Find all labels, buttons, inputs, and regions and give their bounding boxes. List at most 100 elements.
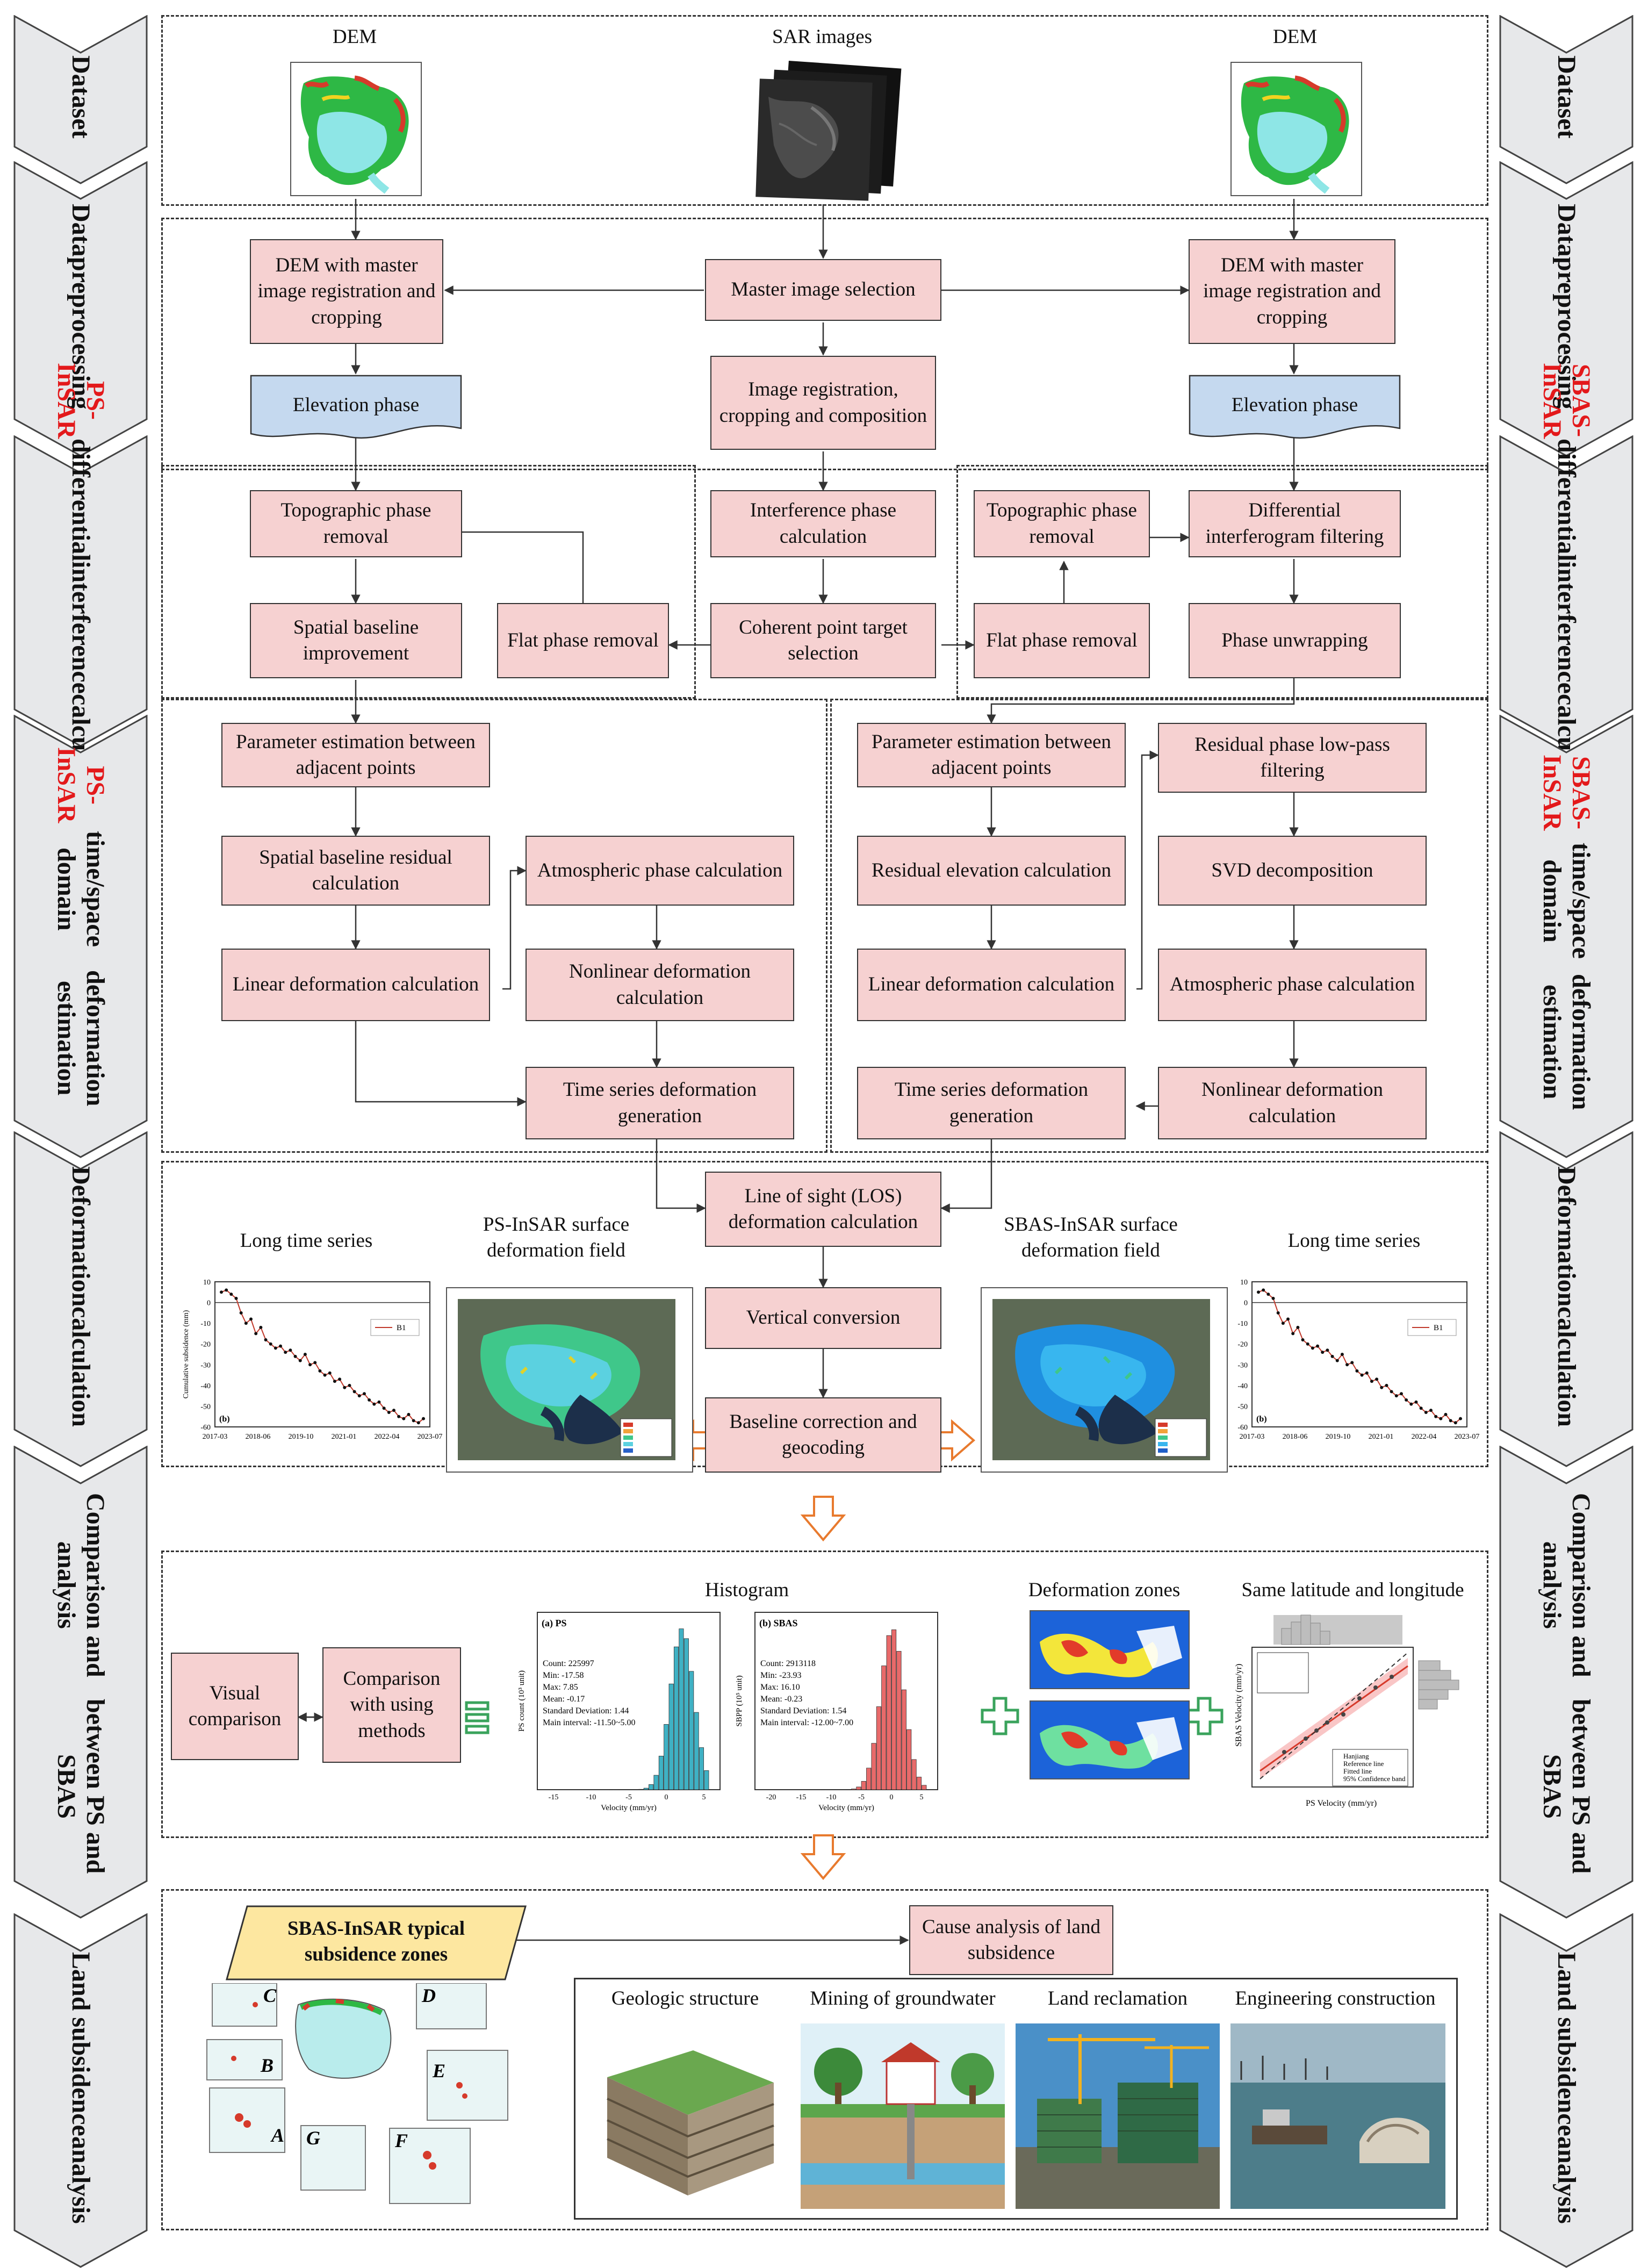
- ts-right-point-18: [1345, 1363, 1349, 1366]
- deformation-zone-maps: [1029, 1610, 1190, 1782]
- svg-text:C: C: [263, 1985, 277, 2006]
- left-side-label-line-6-1: analysis: [66, 2136, 95, 2224]
- ts-left-point-19: [313, 1361, 316, 1364]
- box-param-left: Parameter estimation between adjacent po…: [221, 723, 490, 787]
- image-engineering-construction: [1230, 2023, 1445, 2209]
- ps-hist-xtick-0: -15: [549, 1793, 559, 1802]
- ps-hist-stat-5: Main interval: -11.50~5.00: [543, 1718, 635, 1727]
- label-cause-geologic: Geologic structure: [580, 1986, 790, 2012]
- ts-right-point-11: [1311, 1346, 1314, 1350]
- label-long-ts-left: Long time series: [204, 1228, 408, 1254]
- svg-text:PS Velocity (mm/yr): PS Velocity (mm/yr): [1306, 1799, 1377, 1808]
- right-side-label-line-3-1: deformation estimation: [1537, 964, 1595, 1121]
- sbas-hist-bar-25: [891, 1630, 896, 1790]
- right-side-label-red-3: SBAS-InSAR: [1537, 747, 1595, 838]
- ts-left-xtick-0: 2017-03: [203, 1433, 228, 1441]
- left-side-label-line-2-0: differential: [66, 439, 95, 561]
- dem-map-left-thumbnail: [290, 62, 422, 196]
- box-residual-elevation: Residual elevation calculation: [857, 836, 1126, 906]
- sbas-hist-bar-19: [861, 1781, 866, 1790]
- dem-map-right-thumbnail: [1230, 62, 1362, 196]
- svg-text:Fitted line: Fitted line: [1343, 1767, 1372, 1775]
- ps-hist-bar-24: [669, 1684, 673, 1790]
- ps-hist-bar-27: [684, 1639, 688, 1790]
- box-coherent: Coherent point target selection: [710, 603, 936, 678]
- sbas-hist-stat-4: Standard Deviation: 1.54: [760, 1706, 846, 1716]
- ts-right-point-23: [1370, 1380, 1373, 1383]
- ts-right-point-6: [1286, 1317, 1290, 1320]
- ts-right-point-8: [1296, 1326, 1299, 1329]
- ts-left-xtick-5: 2023-07: [418, 1433, 443, 1441]
- sbas-hist-bar-28: [907, 1729, 911, 1790]
- ts-left-point-18: [308, 1363, 312, 1366]
- left-side-label-line-5-0: Comparison and analysis: [52, 1478, 110, 1692]
- ts-right-point-25: [1380, 1386, 1383, 1389]
- ts-left-ytick-6: -50: [200, 1403, 211, 1411]
- ts-right-point-22: [1365, 1372, 1369, 1375]
- sbas-hist-stat-1: Min: -23.93: [760, 1671, 801, 1680]
- label-ps-field: PS-InSAR surface deformation field: [441, 1212, 672, 1264]
- ts-left-point-28: [358, 1394, 361, 1397]
- svg-text:B: B: [260, 2055, 274, 2076]
- svg-text:Hanjiang: Hanjiang: [1343, 1752, 1369, 1760]
- ps-hist-bar-31: [704, 1770, 709, 1790]
- ps-hist-xtick-3: 0: [665, 1793, 668, 1802]
- ts-right-xtick-0: 2017-03: [1240, 1433, 1265, 1441]
- ts-right-xtick-2: 2019-10: [1326, 1433, 1351, 1441]
- left-side-label-2: PS-InSARdifferentialinterferencecalculat…: [13, 468, 148, 709]
- sbas-hist-bar-17: [851, 1789, 855, 1790]
- ts-right-point-27: [1390, 1390, 1393, 1393]
- right-side-label-2: SBAS-InSARdifferentialinterferencecalcul…: [1499, 468, 1633, 709]
- box-visual-comparison: Visual comparison: [171, 1653, 299, 1760]
- ts-right-point-16: [1336, 1359, 1339, 1362]
- ts-left-point-35: [392, 1409, 395, 1412]
- ts-left-point-34: [387, 1411, 391, 1414]
- sbas-hist-xtick-5: 5: [920, 1793, 924, 1802]
- ts-left-point-0: [220, 1290, 223, 1294]
- ts-right-point-20: [1355, 1369, 1358, 1373]
- ts-right-point-17: [1341, 1353, 1344, 1356]
- ps-hist-bar-23: [664, 1724, 668, 1790]
- ts-left-point-31: [372, 1403, 376, 1406]
- box-dem-reg-right: DEM with master image registration and c…: [1189, 239, 1395, 344]
- right-side-label-0: Dataset: [1499, 47, 1633, 147]
- ts-left-point-10: [269, 1343, 272, 1346]
- ts-right-ytick-1: 0: [1244, 1300, 1248, 1308]
- right-side-label-line-0-0: Dataset: [1552, 55, 1581, 139]
- box-flat-left: Flat phase removal: [497, 603, 669, 678]
- box-interference: Interference phase calculation: [710, 490, 936, 557]
- ts-right-point-32: [1414, 1401, 1417, 1404]
- sbas-hist-xtick-0: -20: [766, 1793, 776, 1802]
- ts-right-point-4: [1277, 1311, 1280, 1315]
- sbas-hist-bar-18: [857, 1787, 861, 1790]
- ts-left-point-37: [402, 1417, 405, 1420]
- ts-left-point-23: [333, 1380, 336, 1383]
- ts-left-ytick-4: -30: [200, 1361, 211, 1369]
- ts-left-point-9: [264, 1338, 268, 1341]
- right-side-label-line-2-0: differential: [1552, 439, 1581, 561]
- ts-right-point-10: [1306, 1343, 1309, 1346]
- ts-left-ytick-1: 0: [207, 1300, 211, 1308]
- sbas-hist-xtick-2: -10: [826, 1793, 837, 1802]
- box-atmo-left: Atmospheric phase calculation: [526, 836, 794, 906]
- ts-right-point-35: [1429, 1409, 1433, 1412]
- ts-left-point-3: [235, 1297, 238, 1300]
- ps-hist-bar-20: [649, 1784, 653, 1790]
- box-cause-analysis: Cause analysis of land subsidence: [909, 1905, 1113, 1975]
- image-geologic-structure: [586, 2023, 790, 2209]
- label-cause-groundwater: Mining of groundwater: [790, 1986, 1016, 2012]
- svg-text:G: G: [306, 2127, 320, 2149]
- label-elevation-right: Elevation phase: [1189, 392, 1401, 418]
- ts-right-point-2: [1266, 1293, 1270, 1296]
- ts-right-point-5: [1282, 1322, 1285, 1325]
- ts-left-point-25: [343, 1386, 346, 1389]
- sbas-hist-panel: (b) SBAS: [759, 1618, 798, 1629]
- ts-right-ytick-5: -40: [1237, 1382, 1248, 1390]
- svg-text:F: F: [394, 2130, 408, 2151]
- label-sbas-field: SBAS-InSAR surface deformation field: [973, 1212, 1209, 1264]
- left-side-label-line-0-0: Dataset: [66, 55, 95, 139]
